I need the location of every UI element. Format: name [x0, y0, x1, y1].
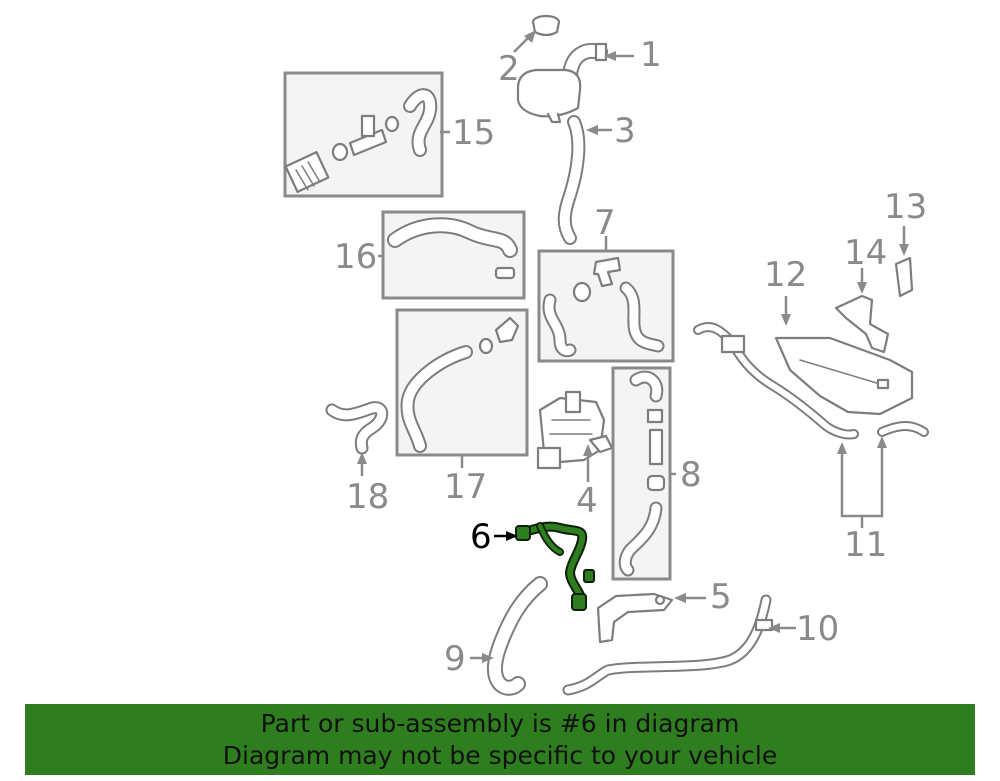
part-11-pipes — [693, 322, 929, 440]
part-16-hose — [387, 217, 518, 280]
part-12-shield — [774, 336, 914, 416]
info-banner: Part or sub-assembly is #6 in diagram Di… — [25, 704, 975, 775]
callout-4: 4 — [576, 481, 598, 521]
part-5-bracket — [596, 592, 674, 644]
callout-10: 10 — [796, 609, 839, 649]
part-6-hose-highlighted — [515, 521, 595, 611]
callout-12: 12 — [764, 255, 807, 295]
callout-18: 18 — [346, 477, 389, 517]
part-18-hose — [325, 401, 389, 455]
part-1-hose — [562, 42, 608, 83]
part-10-pipe — [562, 594, 774, 696]
callout-9: 9 — [444, 639, 466, 679]
part-15-kit — [284, 88, 438, 193]
callout-11: 11 — [844, 525, 887, 565]
callout-14: 14 — [844, 233, 887, 273]
callout-2: 2 — [498, 49, 520, 89]
callout-6: 6 — [470, 517, 492, 557]
banner-line-1: Part or sub-assembly is #6 in diagram — [260, 709, 740, 738]
part-14-bracket — [834, 294, 890, 354]
parts-diagram: 1 2 3 4 5 6 7 8 9 10 11 12 13 14 15 16 1… — [283, 14, 929, 696]
part-4-valve — [536, 390, 614, 470]
part-2-cap-reservoir — [516, 14, 582, 124]
callout-15: 15 — [452, 113, 495, 153]
callout-16: 16 — [334, 237, 377, 277]
callout-3: 3 — [614, 111, 636, 151]
callout-13: 13 — [884, 187, 927, 227]
callout-1: 1 — [640, 35, 662, 75]
callout-5: 5 — [710, 577, 732, 617]
part-13-clip — [894, 256, 914, 298]
part-3-hose — [557, 115, 586, 245]
part-9-hose — [487, 576, 548, 696]
part-17-kit — [400, 316, 520, 453]
callout-8: 8 — [680, 455, 702, 495]
banner-line-2: Diagram may not be specific to your vehi… — [222, 741, 778, 770]
part-7-kit — [542, 256, 665, 358]
leaders — [357, 30, 909, 663]
part-8-kit — [618, 370, 666, 577]
callout-17: 17 — [444, 467, 487, 507]
callout-7: 7 — [594, 203, 616, 243]
